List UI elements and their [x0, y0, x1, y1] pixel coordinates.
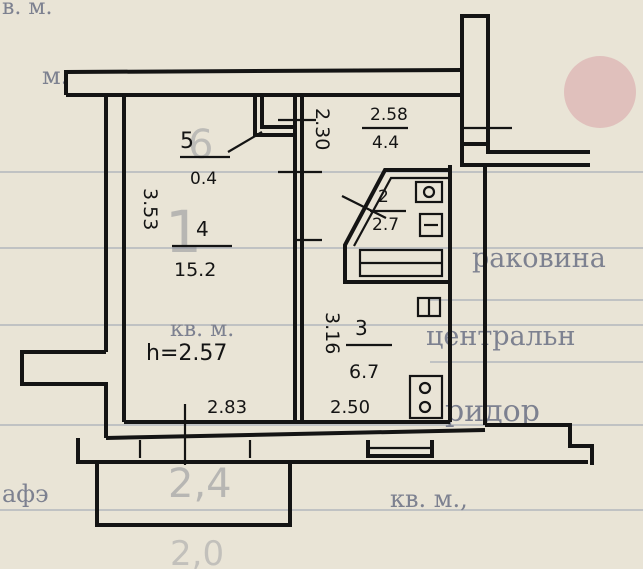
- room-5-area: 0.4: [190, 169, 217, 189]
- form-text-margin: м.: [42, 62, 68, 90]
- form-text-cabinet: афэ: [2, 480, 49, 508]
- pencil-mark-bottom-2: 2,0: [170, 534, 224, 569]
- dimension-middle-height: 3.16: [321, 312, 343, 354]
- stamp-mark: [564, 56, 636, 128]
- dimension-bottom-left: 2.83: [207, 397, 247, 418]
- dimension-left-height: 3.53: [139, 188, 161, 230]
- stove-icon: [408, 374, 444, 420]
- bathroom-partition: [341, 168, 450, 284]
- pencil-mark-top: 6: [188, 122, 213, 168]
- room-4-number: 4: [196, 217, 209, 241]
- ceiling-height: h=2.57: [146, 341, 227, 366]
- sink-icon: [418, 212, 444, 238]
- room-4-area: 15.2: [174, 259, 216, 281]
- exterior-walls: [20, 14, 594, 527]
- dimension-bottom-right: 2.50: [330, 397, 370, 418]
- form-text-sqm-bottom: кв. м.,: [390, 485, 468, 513]
- pencil-mark-bottom: 2,4: [168, 461, 232, 507]
- room-3-area: 6.7: [349, 361, 379, 383]
- interior-walls: [183, 97, 512, 465]
- pencil-mark-main: 1: [165, 198, 202, 266]
- form-text-sink: раковина: [472, 243, 606, 274]
- room-2-area: 2.7: [372, 215, 399, 235]
- room-5-number: 5: [180, 129, 194, 154]
- room-2-number: 2: [378, 187, 389, 207]
- form-text-sqm-left: кв. м.: [170, 317, 234, 342]
- dimension-top-middle: 2.30: [311, 108, 333, 150]
- form-text-top-left: в. м.: [2, 0, 52, 20]
- room-1-denominator: 4.4: [372, 133, 399, 153]
- kitchen-sink-icon: [416, 296, 442, 318]
- room-1-area: 2.58: [370, 105, 408, 125]
- room-3-number: 3: [355, 316, 368, 340]
- toilet-icon: [414, 180, 444, 204]
